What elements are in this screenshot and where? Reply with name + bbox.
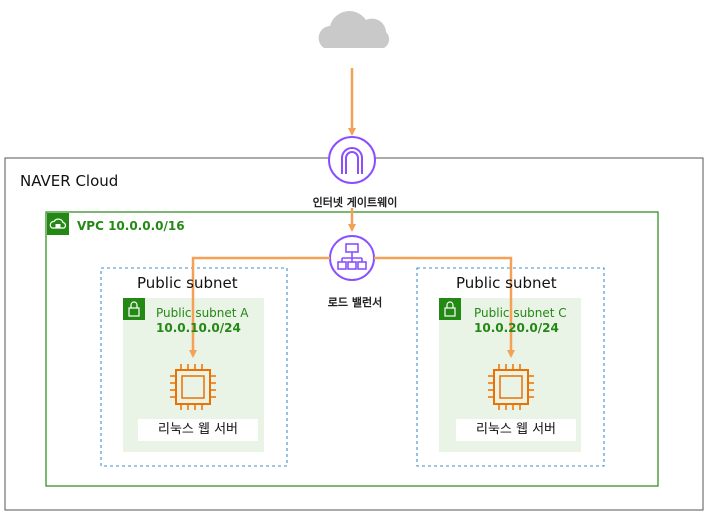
subnet-c-group-title: Public subnet (456, 274, 557, 292)
subnet-c-lock-icon (439, 298, 461, 320)
server-a-label: 리눅스 웹 서버 (138, 419, 258, 441)
load-balancer-label: 로드 밸런서 (327, 296, 383, 309)
internet-gateway-label: 인터넷 게이트웨이 (312, 196, 398, 209)
internet-gateway-icon (328, 136, 376, 184)
server-c-label: 리눅스 웹 서버 (456, 419, 576, 441)
load-balancer-icon (329, 235, 375, 281)
arrow-lb-to-server-c (374, 256, 515, 358)
naver-cloud-frame (4, 157, 704, 511)
provider-label: NAVER Cloud (18, 172, 121, 190)
subnet-a-group-title: Public subnet (137, 274, 238, 292)
subnet-a-name: Public subnet A (156, 306, 249, 320)
vpc-cloud-lock-icon (47, 213, 69, 235)
subnet-a-lock-icon (123, 298, 145, 320)
subnet-c-cidr: 10.0.20.0/24 (474, 321, 559, 335)
subnet-c-name: Public subnet C (474, 306, 567, 320)
arrow-lb-to-server-a (189, 256, 330, 358)
cloud-icon (318, 11, 390, 48)
ec2-chip-icon-c (488, 364, 534, 410)
vpc-label: VPC 10.0.0.0/16 (77, 219, 185, 233)
ec2-chip-icon-a (170, 364, 216, 410)
subnet-a-cidr: 10.0.10.0/24 (156, 321, 241, 335)
